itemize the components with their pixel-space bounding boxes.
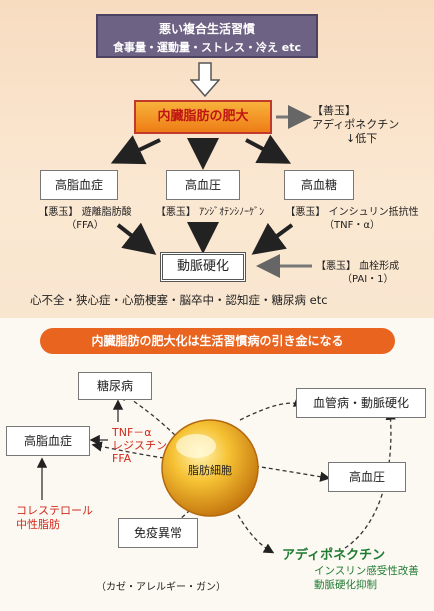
cytokine-resistin: レジスチン xyxy=(112,439,167,452)
link-cell-vascular xyxy=(239,397,305,421)
arrow-tnf-to-arterio xyxy=(251,222,294,255)
bottom-immune-box: 免疫異常 xyxy=(118,518,198,548)
header-title: 悪い複合生活習慣 xyxy=(158,22,255,36)
disease-list: 心不全・狭心症・心筋梗塞・脳卒中・認知症・糖尿病 etc xyxy=(30,293,328,307)
arrow-to-hyperglycemia xyxy=(245,134,292,164)
thrombus-line2: （PAI・1） xyxy=(342,274,394,285)
thrombus-line1: 【悪玉】 血栓形成 xyxy=(316,261,400,272)
thrombus-label: 【悪玉】 血栓形成 （PAI・1） xyxy=(316,260,432,286)
visceral-fat-box: 内臓脂肪の肥大 xyxy=(134,100,272,134)
arrow-ffa-to-arterio xyxy=(116,222,157,255)
lipid-cholesterol: コレステロール xyxy=(16,504,93,517)
bottom-vascular-box: 血管病・動脈硬化 xyxy=(296,388,426,418)
cytokine-list: TNF－α レジスチン FFA xyxy=(112,426,167,465)
good-name: アディポネクチン xyxy=(312,118,400,131)
cytokine-tnf: TNF－α xyxy=(112,426,152,439)
bad-ffa-label: 【悪玉】 遊離脂肪酸 （FFA） xyxy=(20,206,150,232)
good-effect: ↓低下 xyxy=(346,132,378,145)
link-adiponectin-vascular xyxy=(344,409,396,549)
adiponectin-label: アディポネクチン xyxy=(282,548,386,563)
outcome-hyperglycemia: 高血糖 xyxy=(284,170,354,200)
lifestyle-header: 悪い複合生活習慣 食事量・運動量・ストレス・冷え etc xyxy=(96,14,318,58)
bad-ffa-line2: （FFA） xyxy=(66,220,104,231)
cytokine-ffa: FFA xyxy=(112,452,132,465)
bad-ffa-line1: 【悪玉】 遊離脂肪酸 xyxy=(38,207,132,218)
fat-cell-label: 脂肪細胞 xyxy=(188,464,232,477)
adiponectin-effect-arterio: 動脈硬化抑制 xyxy=(314,579,377,591)
lipid-list: コレステロール 中性脂肪 xyxy=(16,504,93,532)
lipid-triglyceride: 中性脂肪 xyxy=(16,518,60,531)
good-label: 【善玉】 xyxy=(312,104,356,117)
bottom-hyperlipidemia-box: 高脂血症 xyxy=(6,426,90,456)
adiponectin-effect-insulin: インスリン感受性改善 xyxy=(314,565,419,577)
arteriosclerosis-box: 動脈硬化 xyxy=(160,252,246,282)
summary-banner: 内臓脂肪の肥大化は生活習慣病の引き金になる xyxy=(40,328,395,354)
link-cell-hypertension xyxy=(247,464,331,482)
fat-cell-highlight xyxy=(176,434,216,458)
adiponectin-effects: インスリン感受性改善 動脈硬化抑制 xyxy=(314,564,419,592)
bad-tnf-line2: （TNF・α） xyxy=(324,220,380,231)
good-adiponectin-note: 【善玉】 アディポネクチン ↓低下 xyxy=(312,104,399,146)
outcome-hypertension: 高血圧 xyxy=(166,170,240,200)
link-cell-adiponectin xyxy=(237,514,275,554)
bottom-diabetes-box: 糖尿病 xyxy=(78,372,152,400)
immune-note: （カゼ・アレルギー・ガン） xyxy=(96,582,226,593)
outcome-hyperlipidemia: 高脂血症 xyxy=(40,170,118,200)
down-arrow-icon xyxy=(190,62,220,98)
link-cell-hyperlipidemia xyxy=(91,441,179,461)
bad-tnf-label: 【悪玉】 インシュリン抵抗性 （TNF・α） xyxy=(272,206,432,232)
bottom-hypertension-box: 高血圧 xyxy=(328,462,406,492)
bad-angio-line1: 【悪玉】 ｱﾝｼﾞｵﾃﾝｼﾉｰｹﾞﾝ xyxy=(155,207,265,218)
arrow-to-hyperlipidemia xyxy=(110,135,161,165)
header-subtitle: 食事量・運動量・ストレス・冷え etc xyxy=(112,41,302,54)
bad-tnf-line1: 【悪玉】 インシュリン抵抗性 xyxy=(285,207,419,218)
bad-angio-label: 【悪玉】 ｱﾝｼﾞｵﾃﾝｼﾉｰｹﾞﾝ xyxy=(148,206,272,219)
